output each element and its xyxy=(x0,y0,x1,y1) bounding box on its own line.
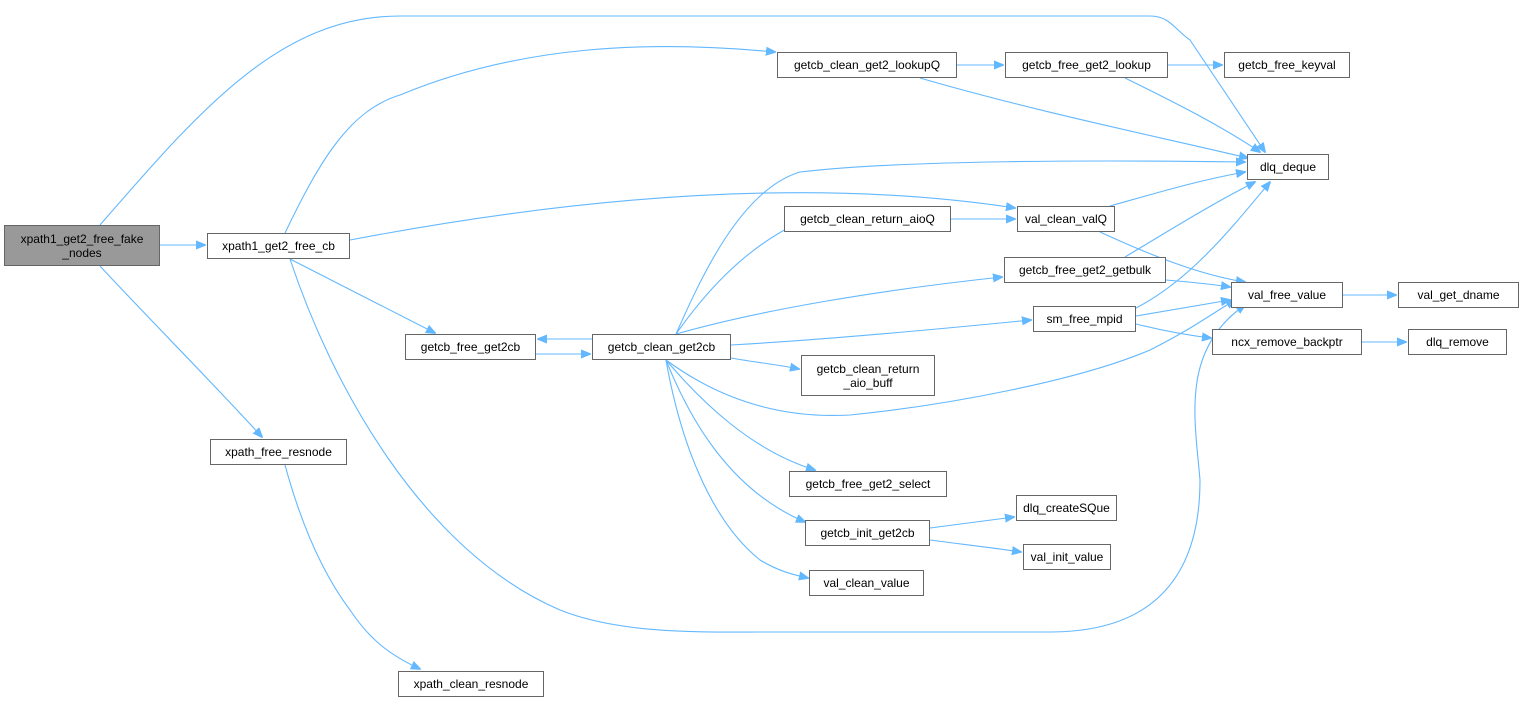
node-getcb-init-get2cb[interactable]: getcb_init_get2cb xyxy=(805,520,930,546)
node-val-clean-value[interactable]: val_clean_value xyxy=(809,570,924,596)
edge-root-to-dlq_deque xyxy=(99,15,1265,226)
node-xpath-free-resnode[interactable]: xpath_free_resnode xyxy=(210,439,347,465)
edge-getcb_free_get2_lookup-to-dlq_deque xyxy=(1124,77,1260,152)
edge-root-to-xpath_free_resnode xyxy=(99,265,262,437)
node-xpath-clean-resnode[interactable]: xpath_clean_resnode xyxy=(398,671,544,697)
edge-getcb_clean_get2cb-to-getcb_free_get2_getbulk xyxy=(675,277,1002,335)
edge-getcb_clean_get2cb-to-getcb_clean_return_aioQ xyxy=(675,222,800,335)
edge-getcb_clean_get2cb-to-dlq_deque xyxy=(675,161,1245,335)
node-sm-free-mpid[interactable]: sm_free_mpid xyxy=(1033,306,1136,332)
node-getcb-free-get2-select[interactable]: getcb_free_get2_select xyxy=(789,471,947,497)
node-getcb-clean-get2-lookupQ[interactable]: getcb_clean_get2_lookupQ xyxy=(777,52,957,78)
edge-getcb_clean_get2cb-to-val_free_value xyxy=(665,300,1235,417)
node-getcb-free-keyval[interactable]: getcb_free_keyval xyxy=(1224,52,1350,78)
edge-getcb_clean_get2cb-to-getcb_free_get2_select xyxy=(665,359,815,470)
edge-sm_free_mpid-to-ncx_remove_backptr xyxy=(1135,323,1211,338)
edge-sm_free_mpid-to-dlq_deque xyxy=(1135,182,1270,309)
edge-xpath1_get2_free_cb-to-val_clean_valQ xyxy=(349,192,1015,241)
node-getcb-free-get2-getbulk[interactable]: getcb_free_get2_getbulk xyxy=(1004,257,1166,283)
node-getcb-free-get2cb[interactable]: getcb_free_get2cb xyxy=(405,334,536,360)
edge-sm_free_mpid-to-val_free_value xyxy=(1135,300,1230,317)
edge-val_clean_valQ-to-val_free_value xyxy=(1099,231,1245,282)
node-getcb-clean-get2cb[interactable]: getcb_clean_get2cb xyxy=(592,334,731,360)
node-val-get-dname[interactable]: val_get_dname xyxy=(1398,282,1519,308)
edge-getcb_clean_get2cb-to-getcb_init_get2cb xyxy=(665,359,805,522)
node-xpath1-get2-free-fake-nodes[interactable]: xpath1_get2_free_fake _nodes xyxy=(4,225,160,266)
edge-getcb_clean_get2cb-to-getcb_clean_return_aio_buff xyxy=(730,357,799,369)
node-val-free-value[interactable]: val_free_value xyxy=(1231,282,1343,308)
node-getcb-free-get2-lookup[interactable]: getcb_free_get2_lookup xyxy=(1005,52,1168,78)
edge-getcb_init_get2cb-to-val_init_value xyxy=(929,539,1021,552)
edge-getcb_free_get2_getbulk-to-val_free_value xyxy=(1165,279,1230,287)
node-getcb-clean-return-aioQ[interactable]: getcb_clean_return_aioQ xyxy=(784,206,951,232)
edge-getcb_clean_get2cb-to-val_clean_value xyxy=(665,359,808,578)
edge-getcb_init_get2cb-to-dlq_createSQue xyxy=(929,517,1014,529)
node-getcb-clean-return-aio-buff[interactable]: getcb_clean_return _aio_buff xyxy=(801,355,935,396)
node-ncx-remove-backptr[interactable]: ncx_remove_backptr xyxy=(1212,329,1362,355)
node-val-init-value[interactable]: val_init_value xyxy=(1023,544,1111,570)
node-val-clean-valQ[interactable]: val_clean_valQ xyxy=(1017,206,1115,232)
edge-getcb_clean_get2_lookupQ-to-dlq_deque xyxy=(919,77,1248,158)
edge-xpath_free_resnode-to-xpath_clean_resnode xyxy=(284,464,420,669)
edge-getcb_clean_get2cb-to-sm_free_mpid xyxy=(730,320,1031,346)
edge-xpath1_get2_free_cb-to-getcb_clean_get2_lookupQ xyxy=(284,45,775,234)
node-dlq-createSQue[interactable]: dlq_createSQue xyxy=(1016,495,1117,521)
node-dlq-deque[interactable]: dlq_deque xyxy=(1247,154,1329,180)
edge-getcb_free_get2_getbulk-to-dlq_deque xyxy=(1124,182,1255,258)
node-dlq-remove[interactable]: dlq_remove xyxy=(1408,329,1507,355)
edge-xpath1_get2_free_cb-to-val_free_value xyxy=(289,258,1245,633)
edge-val_clean_valQ-to-dlq_deque xyxy=(1109,172,1245,207)
node-xpath1-get2-free-cb[interactable]: xpath1_get2_free_cb xyxy=(207,233,350,259)
edge-xpath1_get2_free_cb-to-getcb_free_get2cb xyxy=(289,258,435,333)
